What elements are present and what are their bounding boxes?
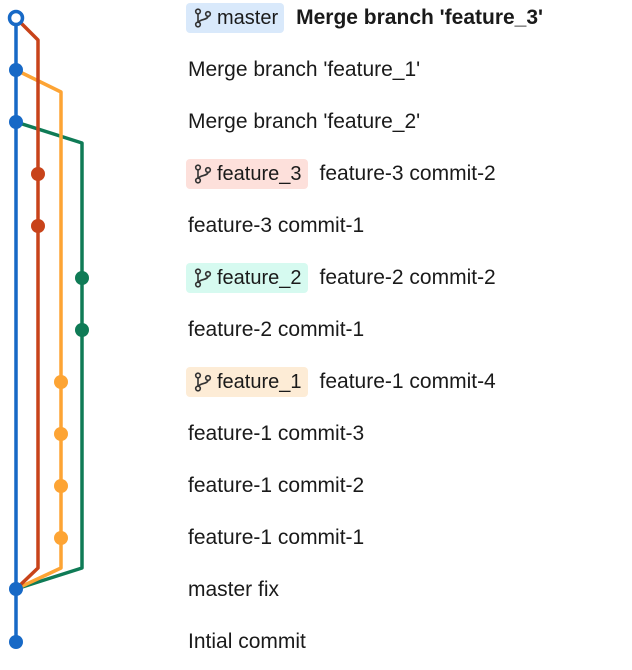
- commit-message: feature-2 commit-1: [188, 318, 365, 341]
- git-branch-icon: [194, 8, 212, 28]
- commit-row[interactable]: feature-3 commit-1: [188, 211, 364, 241]
- commit-row[interactable]: feature_2 feature-2 commit-2: [186, 263, 496, 293]
- commit-row[interactable]: feature-2 commit-1: [188, 315, 364, 345]
- commit-dot[interactable]: [9, 635, 23, 649]
- branch-tag-master[interactable]: master: [186, 3, 285, 33]
- commit-message: Merge branch 'feature_2': [188, 110, 421, 133]
- commit-row[interactable]: feature-1 commit-1: [188, 523, 364, 553]
- feature-3-branch-line: [14, 16, 40, 591]
- commit-message: Merge branch 'feature_3': [296, 6, 544, 29]
- commit-row[interactable]: master Merge branch 'feature_3': [186, 3, 544, 33]
- commit-message: feature-2 commit-2: [319, 266, 496, 289]
- branch-tag-label: master: [217, 6, 279, 29]
- commit-row[interactable]: master fix: [188, 575, 279, 605]
- commit-row[interactable]: feature-1 commit-2: [188, 471, 364, 501]
- commit-message: feature-3 commit-2: [319, 162, 496, 185]
- commit-dot[interactable]: [31, 219, 45, 233]
- commit-message: feature-1 commit-2: [188, 474, 365, 497]
- commit-dot[interactable]: [9, 582, 23, 596]
- commit-message: feature-1 commit-1: [188, 526, 365, 549]
- commit-row[interactable]: feature-1 commit-3: [188, 419, 364, 449]
- commit-message: feature-1 commit-3: [188, 422, 365, 445]
- branch-graph: [7, 9, 89, 649]
- commit-message: Merge branch 'feature_1': [188, 58, 421, 81]
- commit-dot[interactable]: [54, 375, 68, 389]
- git-branch-icon: [194, 164, 212, 184]
- commit-dot[interactable]: [54, 427, 68, 441]
- commit-row[interactable]: Merge branch 'feature_2': [188, 107, 420, 137]
- git-branch-icon: [194, 268, 212, 288]
- commit-row[interactable]: feature_1 feature-1 commit-4: [186, 367, 496, 397]
- commit-message: feature-1 commit-4: [319, 370, 496, 393]
- commit-row[interactable]: Merge branch 'feature_1': [188, 55, 420, 85]
- branch-tag-feature-1[interactable]: feature_1: [186, 367, 308, 397]
- commit-dot[interactable]: [75, 323, 89, 337]
- commit-dot[interactable]: [31, 167, 45, 181]
- commit-dot[interactable]: [75, 271, 89, 285]
- branch-tag-feature-3[interactable]: feature_3: [186, 159, 308, 189]
- git-branch-icon: [194, 372, 212, 392]
- branch-tag-label: feature_1: [217, 370, 302, 393]
- commit-row[interactable]: feature_3 feature-3 commit-2: [186, 159, 496, 189]
- commit-dot[interactable]: [54, 479, 68, 493]
- branch-tag-label: feature_3: [217, 162, 302, 185]
- branch-tag-label: feature_2: [217, 266, 302, 289]
- commit-message: master fix: [188, 578, 280, 601]
- commit-dot[interactable]: [54, 531, 68, 545]
- commit-dot[interactable]: [9, 63, 23, 77]
- commit-dot[interactable]: [9, 115, 23, 129]
- branch-tag-feature-2[interactable]: feature_2: [186, 263, 308, 293]
- commit-message: feature-3 commit-1: [188, 214, 365, 237]
- head-commit-dot[interactable]: [7, 9, 25, 27]
- commit-message: Intial commit: [188, 630, 306, 653]
- commit-row[interactable]: Intial commit: [188, 627, 306, 657]
- feature-2-branch-line: [15, 120, 84, 591]
